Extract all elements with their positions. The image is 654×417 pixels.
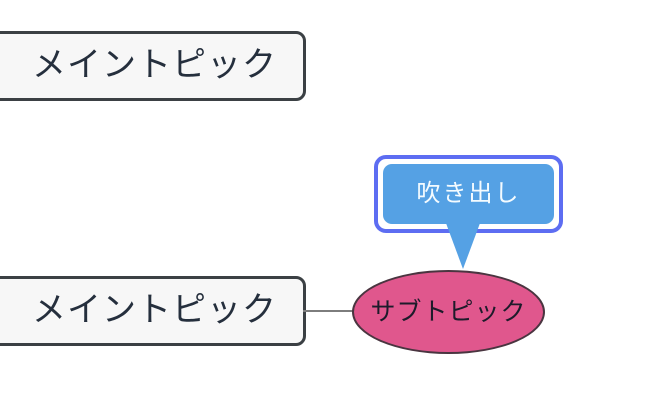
sub-topic-label: サブトピック <box>370 298 527 326</box>
sub-topic-node[interactable]: サブトピック <box>352 270 545 354</box>
callout-tail-icon <box>440 207 486 269</box>
main-topic-label-bottom: メイントピック <box>32 292 277 329</box>
main-topic-label-top: メイントピック <box>32 47 277 84</box>
main-topic-node-top[interactable]: メイントピック <box>0 31 306 101</box>
connector-line <box>303 310 355 312</box>
callout-label: 吹き出し <box>416 180 521 207</box>
callout-node[interactable]: 吹き出し <box>374 155 563 269</box>
main-topic-node-bottom[interactable]: メイントピック <box>0 276 306 346</box>
